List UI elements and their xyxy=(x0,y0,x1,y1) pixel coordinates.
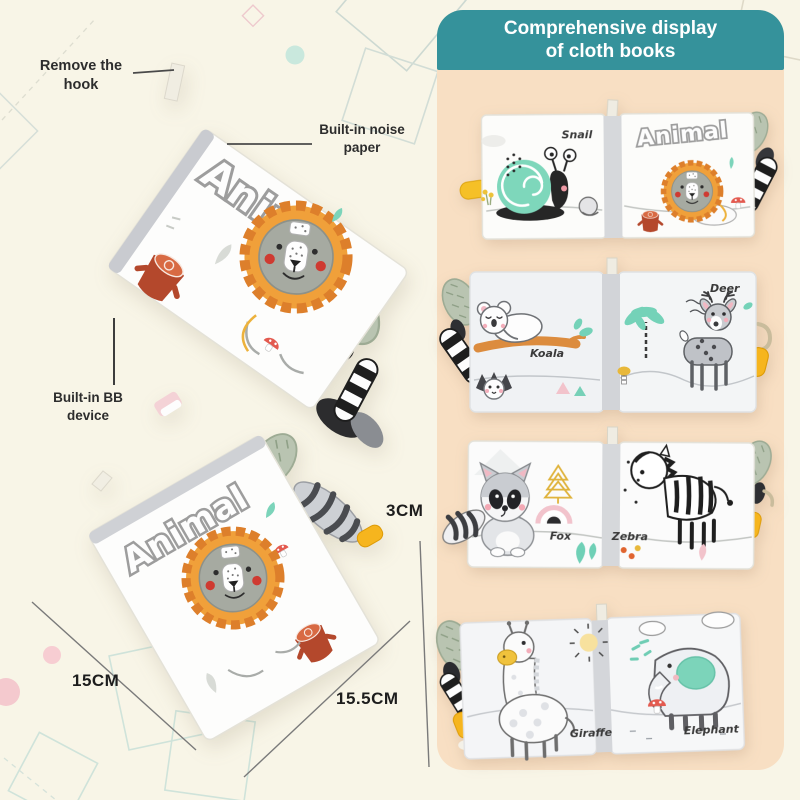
measurement-thickness: 3CM xyxy=(386,501,424,520)
spread-koala-deer: Koala xyxy=(434,257,773,413)
panel-title-line1: Comprehensive display xyxy=(503,17,718,39)
deer-illustration xyxy=(679,291,737,391)
cloth-book-angle-photo: Animal xyxy=(89,424,386,741)
measurement-length: 15.5CM xyxy=(336,689,399,708)
snail-illustration xyxy=(481,146,599,221)
annotation-remove-hook: Remove the hook xyxy=(39,58,123,93)
rainbow-den xyxy=(535,505,573,524)
small-mushroom xyxy=(617,366,631,385)
pine-tree xyxy=(543,463,573,504)
rope-loop xyxy=(756,322,773,352)
page-label: Zebra xyxy=(611,530,648,543)
measurement-width: 15CM xyxy=(72,671,120,690)
annotation-bb-device: Built-in BB device xyxy=(53,390,123,423)
koala-illustration xyxy=(473,300,593,353)
sun-illustration xyxy=(569,623,608,662)
spread-fox-zebra: Fox Zebra xyxy=(442,426,779,570)
measure-line-3cm xyxy=(419,540,430,768)
page-label: Deer xyxy=(710,282,740,295)
hedgehog-illustration xyxy=(476,372,512,400)
elephant-illustration xyxy=(648,647,730,732)
annotation-noise-paper: Built-in noise paper xyxy=(319,122,405,155)
giraffe-illustration xyxy=(497,620,576,761)
cloth-book-front-photo: Animal xyxy=(108,62,408,448)
page-label: Fox xyxy=(550,530,572,543)
palm-tree-illustration xyxy=(624,306,665,358)
panel-header: Comprehensive display of cloth books xyxy=(437,10,784,70)
zebra-illustration xyxy=(630,443,734,550)
spread-giraffe-elephant: Giraffe Elephant xyxy=(429,603,746,761)
page-label: Giraffe xyxy=(570,726,613,740)
hanging-loop xyxy=(91,470,113,492)
page-label: Snail xyxy=(562,128,593,141)
page-label: Elephant xyxy=(684,722,740,737)
panel-title-line2: of cloth books xyxy=(545,40,676,62)
page-label: Koala xyxy=(530,347,564,360)
fox-illustration xyxy=(442,461,535,558)
hanging-tab xyxy=(163,62,186,102)
spread-snail-animal: Snail Animal xyxy=(459,99,781,240)
